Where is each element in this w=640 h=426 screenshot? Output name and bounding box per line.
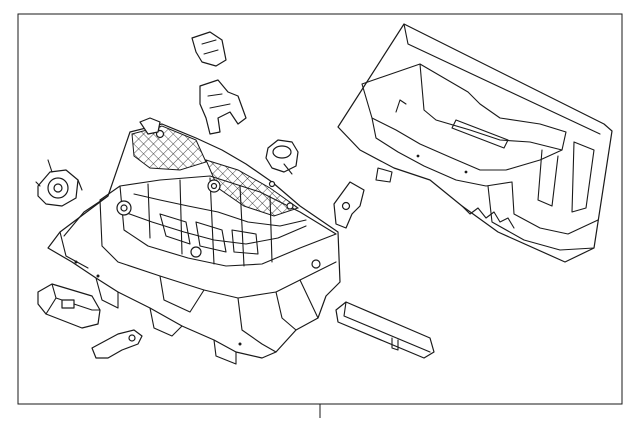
connector[interactable] [139, 117, 161, 135]
heater-core-housing[interactable] [47, 123, 341, 365]
clip[interactable] [191, 31, 227, 67]
sensor-connector[interactable] [37, 283, 101, 329]
glove-box[interactable] [337, 23, 613, 263]
trim-strip[interactable] [335, 301, 435, 359]
actuator-motor[interactable] [265, 139, 299, 175]
bracket-small[interactable] [91, 329, 143, 359]
blower-resistor[interactable] [35, 159, 83, 207]
mounting-bracket[interactable] [199, 79, 247, 135]
pipe-clip[interactable] [333, 181, 365, 229]
